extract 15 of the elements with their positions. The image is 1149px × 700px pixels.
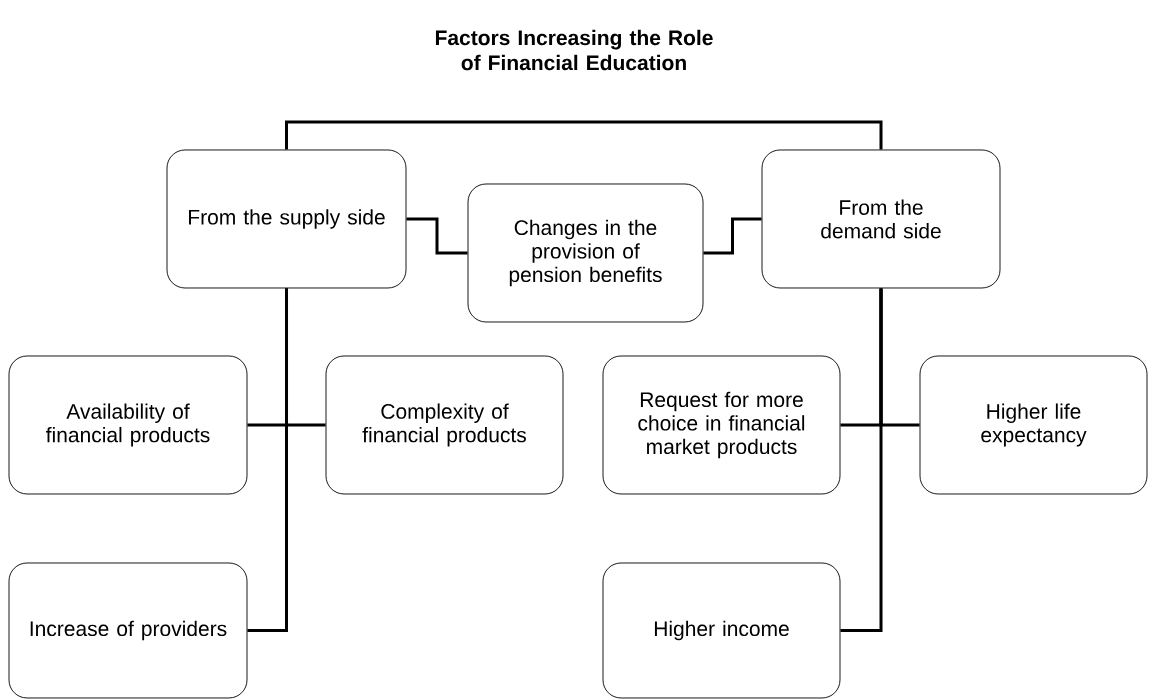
rounded-box: Availability of financial products	[8, 355, 248, 495]
connector-line	[703, 217, 762, 255]
rounded-box: Increase of providers	[8, 562, 248, 699]
rounded-box: Request for more choice in financial market products	[602, 355, 841, 495]
rounded-box: Higher income	[602, 562, 841, 699]
rounded-box: Complexity of financial products	[325, 355, 564, 495]
title: Factors Increasing the Role of Financial Education	[435, 29, 713, 71]
connector-line	[406, 217, 468, 255]
rounded-box: Changes in the provision of pension benefits	[467, 183, 704, 323]
rounded-box: From the demand side	[761, 149, 1001, 289]
connector-line	[840, 288, 883, 632]
connector-line	[285, 120, 883, 150]
connector-line	[247, 288, 288, 632]
rounded-box: From the supply side	[166, 149, 407, 289]
rounded-box: Higher life expectancy	[919, 355, 1148, 495]
